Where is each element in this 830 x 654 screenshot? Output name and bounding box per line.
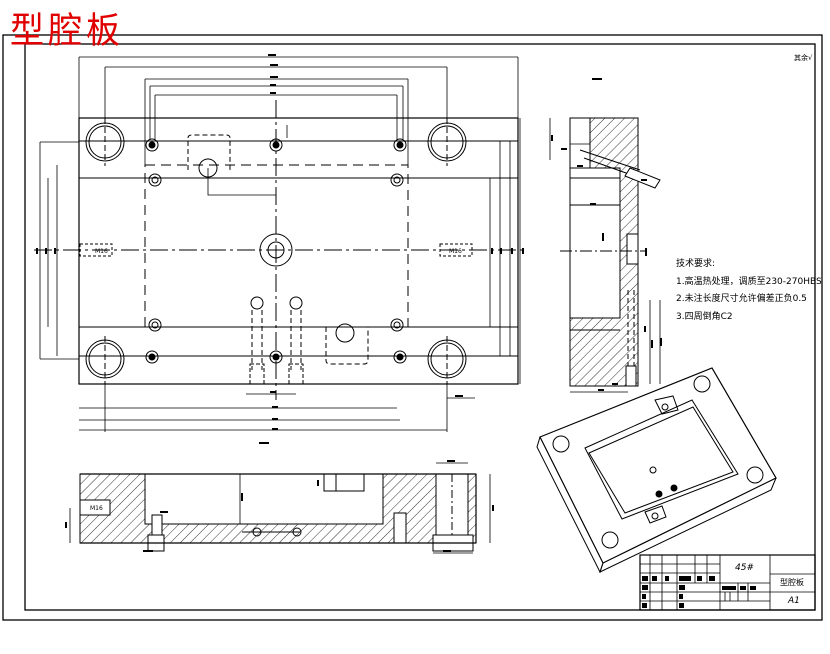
requirement-item: 3.四周倒角C2 (676, 311, 733, 322)
screw-hole (145, 350, 159, 364)
surface-finish-icon: √ (808, 54, 813, 62)
cooling-hole (288, 296, 304, 385)
plan-view: M16 M16 (34, 54, 602, 444)
threaded-hole-right (439, 243, 473, 257)
guide-pillar-hole (85, 336, 125, 384)
screw-hole (393, 138, 407, 152)
screw-hole (145, 138, 159, 152)
slider-pocket-top (187, 134, 231, 170)
drawing-title: 型腔板 (10, 10, 124, 53)
requirement-item: 2.未注长度尺寸允许偏差正负0.5 (676, 294, 807, 304)
surface-finish-note: 其余√ (794, 53, 812, 63)
outer-frame (2, 34, 823, 621)
side-section-view (549, 117, 662, 393)
front-section-view: M16 (65, 460, 494, 554)
title-block (639, 554, 816, 611)
sprue-bushing-hole (259, 233, 293, 267)
dowel-hole (390, 173, 404, 187)
threaded-hole-left (79, 243, 113, 257)
guide-pillar-hole (85, 118, 125, 166)
surface-finish-label: 其余 (794, 54, 808, 62)
requirements-heading: 技术要求: (676, 259, 716, 269)
cooling-hole (249, 296, 265, 385)
thread-label: M16 (95, 248, 108, 255)
screw-hole (269, 138, 283, 152)
inner-frame (24, 43, 816, 611)
dowel-hole (148, 318, 162, 332)
material-value: 45# (735, 563, 754, 573)
isometric-view (536, 367, 777, 574)
slider-pocket-bottom (325, 327, 369, 365)
guide-pillar-hole (427, 118, 467, 166)
thread-label: M16 (449, 248, 462, 255)
dowel-hole (148, 173, 162, 187)
sheet-size: A1 (788, 596, 800, 606)
requirement-item: 1.高温热处理，调质至230-270HBS (676, 276, 822, 287)
part-name: 型腔板 (780, 578, 804, 587)
screw-hole (269, 350, 283, 364)
threaded-hole-section (79, 499, 111, 516)
technical-requirements: 技术要求: 1.高温热处理，调质至230-270HBS 2.未注长度尺寸允许偏差… (676, 256, 822, 326)
thread-label: M16 (90, 505, 103, 512)
dowel-hole (390, 318, 404, 332)
guide-pillar-hole (427, 336, 467, 384)
screw-hole (393, 350, 407, 364)
